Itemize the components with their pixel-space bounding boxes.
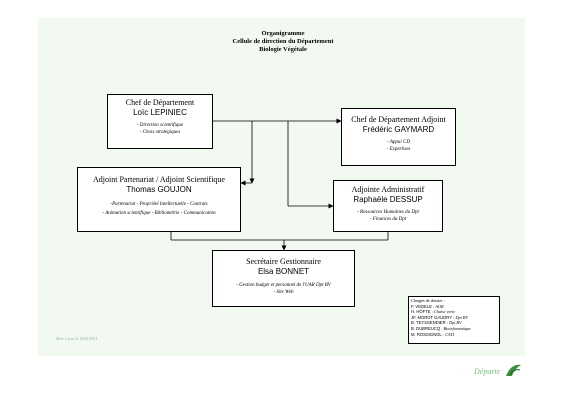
legend-item: H. HÖFTE : Chaise verte [411, 309, 456, 315]
department-logo: Départe [474, 362, 522, 380]
chef-name: Loïc LEPINIEC [133, 108, 187, 117]
logo-bv-icon [506, 364, 521, 376]
administratif-duty-2: - Finances du Dpt [369, 217, 407, 222]
update-date-footer: Mise à jour le 18/01/2011 [56, 336, 98, 341]
administratif-role: Adjointe Administratif [351, 185, 425, 194]
chef-duty-2: - Choix stratégiques [139, 130, 181, 135]
chart-title: Organigramme [261, 30, 305, 37]
legend-item: B. DUBREUCQ : Bioinformatique [411, 325, 472, 331]
charges-de-dossier-legend: Chargés de dossier : F. VEDELE : AOR H. … [408, 296, 500, 344]
box-chef-departement: Chef de Département Loïc LEPINIEC - Dire… [107, 94, 213, 149]
legend-heading: Chargés de dossier : [411, 298, 445, 303]
partenariat-name: Thomas GOUJON [126, 185, 192, 194]
partenariat-role: Adjoint Partenariat / Adjoint Scientifiq… [93, 175, 225, 184]
administratif-name: Raphaële DESSUP [353, 195, 423, 204]
legend-item: B. TEYSSENDIER : Dpt BV [411, 320, 462, 326]
chef-duty-1: - Direction scientifique [136, 123, 184, 128]
legend-item: M. ROSSIGNOL : CATI [411, 331, 455, 337]
chef-adjoint-role: Chef de Département Adjoint [351, 115, 446, 124]
box-adjointe-administratif: Adjointe Administratif Raphaële DESSUP -… [333, 180, 443, 232]
logo-text: Départe [474, 367, 501, 376]
chef-role: Chef de Département [125, 98, 195, 107]
chef-adjoint-duty-1: - Appui CD [387, 140, 410, 145]
secretaire-name: Elsa BONNET [257, 267, 310, 276]
secretaire-role: Secrétaire Gestionnaire [246, 257, 321, 266]
chef-adjoint-duty-2: - Expertises [386, 147, 411, 152]
box-secretaire-gestionnaire: Secrétaire Gestionnaire Elsa BONNET - Ge… [212, 250, 355, 307]
chef-adjoint-name: Frédéric GAYMARD [362, 125, 435, 134]
legend-item: JF. MOROT GAUDRY : Dpt BV [411, 314, 468, 320]
secretaire-duty-1: - Gestion budget et personnel de l'UAR D… [236, 283, 331, 288]
partenariat-duty-1: -Partenariat - Propriété Intellectuelle … [110, 202, 208, 207]
partenariat-duty-2: - Animation scientifique - Bibliométrie … [102, 211, 216, 216]
secretaire-duty-2: - Site Web [273, 290, 294, 295]
box-chef-adjoint: Chef de Département Adjoint Frédéric GAY… [341, 108, 456, 166]
legend-item: F. VEDELE : AOR [411, 303, 444, 309]
box-adjoint-partenariat: Adjoint Partenariat / Adjoint Scientifiq… [77, 167, 241, 232]
chart-subtitle-department: Biologie Végétale [259, 46, 307, 53]
chart-subtitle: Cellule de direction du Département [232, 38, 334, 45]
administratif-duty-1: - Ressources Humaines du Dpt [357, 210, 419, 215]
